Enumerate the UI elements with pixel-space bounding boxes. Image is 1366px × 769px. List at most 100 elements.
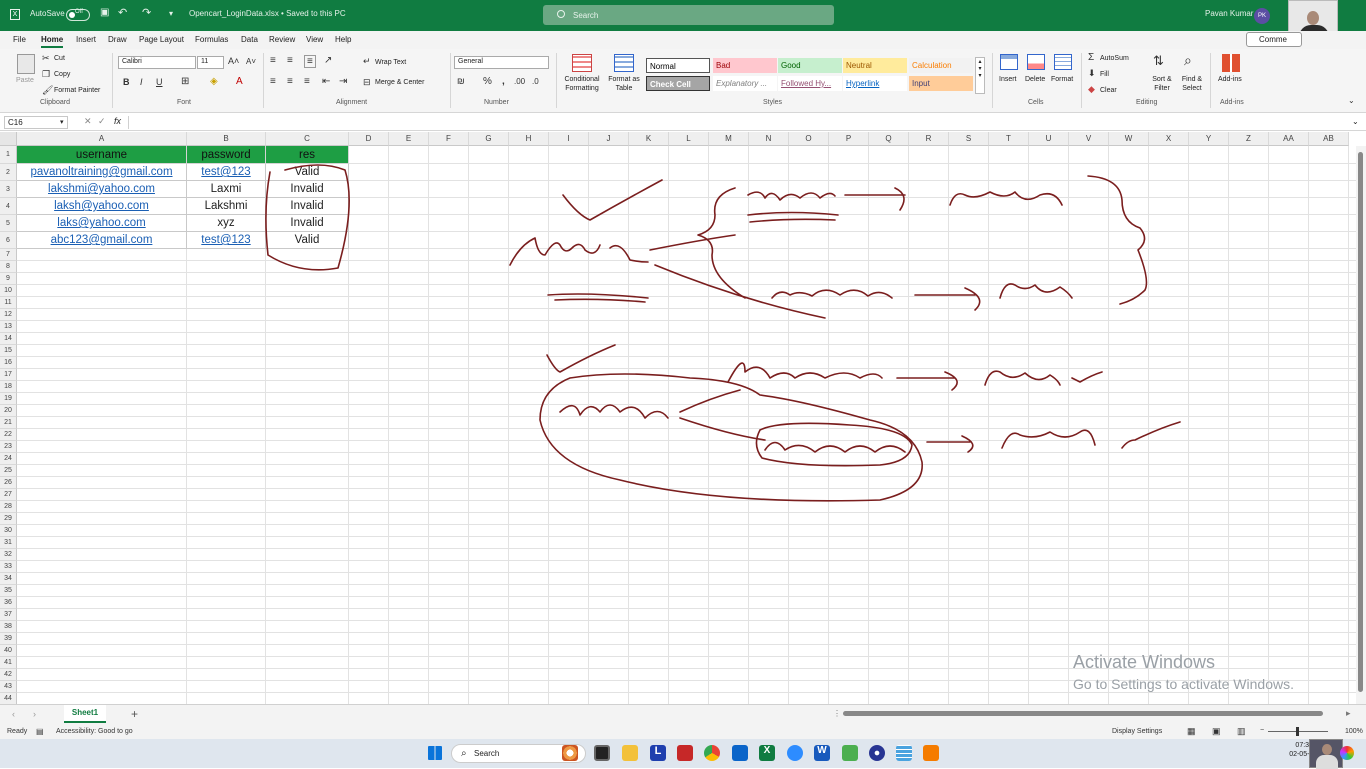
table-cell[interactable]: abc123@gmail.com bbox=[17, 232, 187, 249]
row-header[interactable]: 41 bbox=[0, 657, 17, 669]
styles-gallery-scroll[interactable]: ▴▾▾ bbox=[975, 57, 985, 94]
tab-draw[interactable]: Draw bbox=[108, 35, 127, 44]
tab-help[interactable]: Help bbox=[335, 35, 352, 44]
row-header[interactable]: 17 bbox=[0, 369, 17, 381]
redo-icon[interactable]: ↷ bbox=[142, 7, 152, 19]
clear-button[interactable]: Clear bbox=[1100, 87, 1117, 94]
cell-style-option[interactable]: Input bbox=[909, 76, 973, 91]
delete-button[interactable]: Delete bbox=[1025, 76, 1046, 83]
column-header[interactable]: X bbox=[1149, 132, 1189, 146]
row-header[interactable]: 40 bbox=[0, 645, 17, 657]
table-cell[interactable]: Valid bbox=[266, 232, 349, 249]
tab-file[interactable]: File bbox=[13, 35, 26, 44]
save-icon[interactable]: ▣ bbox=[100, 7, 110, 18]
decrease-decimal-icon[interactable]: .0 bbox=[532, 77, 539, 86]
column-header[interactable]: G bbox=[469, 132, 509, 146]
autosave-toggle[interactable] bbox=[66, 9, 90, 21]
row-header[interactable]: 7 bbox=[0, 249, 17, 261]
row-header[interactable]: 29 bbox=[0, 513, 17, 525]
table-cell[interactable]: Valid bbox=[266, 164, 349, 181]
font-color-icon[interactable]: A bbox=[236, 76, 243, 87]
tab-page-layout[interactable]: Page Layout bbox=[139, 35, 184, 44]
decrease-indent-icon[interactable]: ⇤ bbox=[322, 76, 331, 87]
paste-button[interactable]: Paste bbox=[16, 77, 34, 84]
tab-data[interactable]: Data bbox=[241, 35, 258, 44]
cell-style-option[interactable]: Explanatory ... bbox=[713, 76, 777, 91]
tab-review[interactable]: Review bbox=[269, 35, 296, 44]
column-header[interactable]: K bbox=[629, 132, 669, 146]
cell-style-option[interactable]: Bad bbox=[713, 58, 777, 73]
align-left-icon[interactable]: ≡ bbox=[270, 76, 276, 87]
column-header[interactable]: AA bbox=[1269, 132, 1309, 146]
column-header[interactable]: B bbox=[187, 132, 266, 146]
copy-button[interactable]: Copy bbox=[54, 71, 71, 78]
column-header[interactable]: Z bbox=[1229, 132, 1269, 146]
increase-decimal-icon[interactable]: .00 bbox=[514, 77, 526, 86]
comments-button[interactable]: Comme bbox=[1246, 32, 1302, 47]
row-header[interactable]: 42 bbox=[0, 669, 17, 681]
column-header[interactable]: V bbox=[1069, 132, 1109, 146]
table-cell[interactable]: laksh@yahoo.com bbox=[17, 198, 187, 215]
tab-insert[interactable]: Insert bbox=[76, 35, 97, 44]
insert-button[interactable]: Insert bbox=[999, 76, 1017, 83]
column-header[interactable]: R bbox=[909, 132, 949, 146]
row-header[interactable]: 10 bbox=[0, 285, 17, 297]
task-view-icon[interactable] bbox=[594, 745, 610, 761]
row-header[interactable]: 28 bbox=[0, 501, 17, 513]
expand-formula-icon[interactable]: ⌄ bbox=[1352, 117, 1359, 126]
row-header[interactable]: 35 bbox=[0, 585, 17, 597]
column-header[interactable]: H bbox=[509, 132, 549, 146]
accessibility-status[interactable]: Accessibility: Good to go bbox=[56, 728, 133, 735]
column-header[interactable]: P bbox=[829, 132, 869, 146]
row-header[interactable]: 2 bbox=[0, 164, 17, 181]
table-cell[interactable]: Lakshmi bbox=[187, 198, 266, 215]
tab-view[interactable]: View bbox=[306, 35, 324, 44]
row-header[interactable]: 26 bbox=[0, 477, 17, 489]
table-header-cell[interactable]: res bbox=[266, 146, 349, 164]
accounting-format-icon[interactable]: ₪ bbox=[457, 76, 465, 86]
cell-style-option[interactable]: Check Cell bbox=[646, 76, 710, 91]
notepad-icon[interactable] bbox=[842, 745, 858, 761]
sheet-tab[interactable]: Sheet1 bbox=[64, 705, 106, 723]
row-header[interactable]: 4 bbox=[0, 198, 17, 215]
align-bottom-icon[interactable]: ≡ bbox=[304, 55, 316, 68]
bold-icon[interactable]: B bbox=[123, 77, 130, 87]
column-header[interactable]: O bbox=[789, 132, 829, 146]
row-header[interactable]: 39 bbox=[0, 633, 17, 645]
table-header-cell[interactable]: username bbox=[17, 146, 187, 164]
notepad-plus-icon[interactable] bbox=[896, 745, 912, 761]
cell-style-option[interactable]: Calculation bbox=[909, 58, 973, 73]
avatar[interactable]: PK bbox=[1254, 8, 1270, 24]
cell-style-option[interactable]: Normal bbox=[646, 58, 710, 73]
row-header[interactable]: 22 bbox=[0, 429, 17, 441]
zoom-out-icon[interactable]: − bbox=[1260, 727, 1265, 734]
fill-button[interactable]: Fill bbox=[1100, 71, 1109, 78]
row-header[interactable]: 14 bbox=[0, 333, 17, 345]
paste-icon[interactable] bbox=[17, 54, 35, 74]
column-header[interactable]: M bbox=[709, 132, 749, 146]
collapse-ribbon-icon[interactable]: ⌄ bbox=[1348, 96, 1355, 105]
page-layout-view-icon[interactable]: ▣ bbox=[1212, 726, 1221, 736]
row-header[interactable]: 25 bbox=[0, 465, 17, 477]
excel-taskbar-icon[interactable]: X bbox=[759, 745, 775, 761]
sort-filter-button[interactable]: Sort & Filter bbox=[1152, 76, 1172, 92]
column-header[interactable]: F bbox=[429, 132, 469, 146]
format-painter-button[interactable]: Format Painter bbox=[54, 87, 101, 94]
cancel-entry-icon[interactable]: ✕ bbox=[84, 116, 92, 126]
table-cell[interactable]: pavanoltraining@gmail.com bbox=[17, 164, 187, 181]
row-header[interactable]: 3 bbox=[0, 181, 17, 198]
column-header[interactable]: C bbox=[266, 132, 349, 146]
copilot-icon[interactable] bbox=[1340, 746, 1354, 760]
font-name-select[interactable]: Calibri bbox=[118, 56, 196, 69]
h-scroll-split-icon[interactable]: ⋮ bbox=[833, 709, 841, 718]
row-header[interactable]: 11 bbox=[0, 297, 17, 309]
orientation-icon[interactable]: ↗ bbox=[324, 55, 333, 66]
table-cell[interactable]: Invalid bbox=[266, 198, 349, 215]
conditional-formatting-button[interactable]: Conditional Formatting bbox=[564, 76, 600, 92]
chrome-icon[interactable] bbox=[704, 745, 720, 761]
column-header[interactable]: A bbox=[17, 132, 187, 146]
prev-sheet-icon[interactable]: ‹ bbox=[12, 709, 15, 719]
find-select-button[interactable]: Find & Select bbox=[1181, 76, 1203, 92]
format-button[interactable]: Format bbox=[1051, 76, 1074, 83]
wrap-text-button[interactable]: Wrap Text bbox=[375, 59, 407, 66]
